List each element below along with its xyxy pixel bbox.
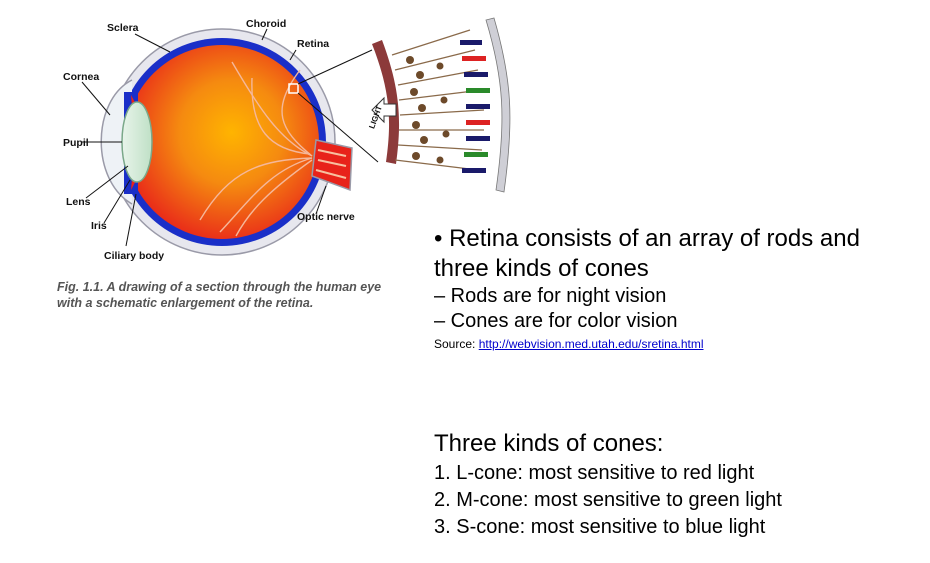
label-sclera: Sclera (107, 22, 139, 34)
figure-caption: Fig. 1.1. A drawing of a section through… (57, 280, 382, 310)
cone-item-l: 1. L-cone: most sensitive to red light (434, 462, 755, 484)
label-pupil: Pupil (63, 137, 89, 149)
lens-shape (121, 101, 153, 183)
cone-item-s: 3. S-cone: most sensitive to blue light (434, 516, 766, 538)
label-ciliary-body: Ciliary body (104, 250, 164, 262)
eye-interior (125, 45, 319, 239)
label-retina: Retina (297, 38, 329, 50)
bullet-cones: – Cones are for color vision (434, 310, 678, 332)
bullet-rods: – Rods are for night vision (434, 285, 667, 307)
retina-bullets: • Retina consists of an array of rods an… (434, 224, 914, 352)
source-line: Source: http://webvision.med.utah.edu/sr… (434, 336, 914, 352)
retina-inset-marker (288, 83, 299, 94)
label-iris: Iris (91, 220, 107, 232)
bullet-main: • Retina consists of an array of rods an… (434, 225, 860, 282)
light-arrow-icon (371, 96, 397, 124)
source-prefix: Source: (434, 337, 479, 351)
retina-enlargement (371, 17, 511, 193)
cones-section: Three kinds of cones: 1. L-cone: most se… (434, 430, 914, 541)
label-cornea: Cornea (63, 71, 99, 83)
cones-heading: Three kinds of cones: (434, 430, 664, 457)
cone-item-m: 2. M-cone: most sensitive to green light (434, 489, 782, 511)
source-link[interactable]: http://webvision.med.utah.edu/sretina.ht… (478, 337, 704, 351)
label-optic-nerve: Optic nerve (297, 211, 355, 223)
label-lens: Lens (66, 196, 91, 208)
label-choroid: Choroid (246, 18, 286, 30)
